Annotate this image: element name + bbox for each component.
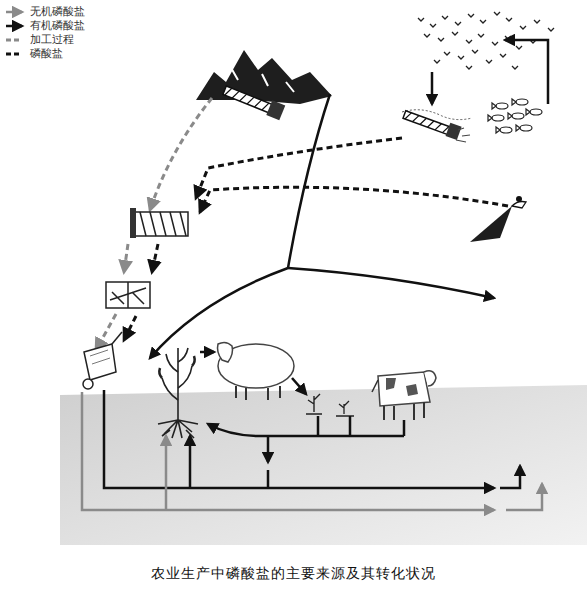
soil — [60, 385, 587, 545]
factory — [130, 208, 188, 238]
guano-digging-part — [402, 107, 461, 140]
fish-part — [516, 125, 520, 131]
mine-part-part — [266, 100, 285, 120]
soil-cycle-part — [82, 392, 494, 510]
soil-cycle — [82, 390, 542, 510]
fishing-boat-part — [470, 206, 512, 242]
wheelbarrow — [83, 332, 122, 389]
dung-plants-part — [336, 401, 354, 416]
organic-flow — [288, 94, 330, 268]
wheelbarrow-part — [90, 350, 110, 364]
fishing-boat-part — [512, 202, 526, 209]
fish-part — [488, 115, 492, 121]
small-plant — [306, 394, 322, 414]
wheelbarrow-part — [84, 344, 116, 380]
fish-part — [508, 113, 512, 119]
small-plant-part — [306, 394, 322, 414]
soil-cycle-part — [267, 470, 270, 488]
fertilizer-bags-part — [127, 282, 129, 308]
arrow-plant-to-sheep — [200, 351, 214, 354]
phosphate-to-barrow — [124, 316, 136, 340]
processing-from-mine — [150, 98, 212, 210]
fish-part — [500, 127, 512, 133]
mine-part — [230, 66, 294, 92]
fish-part — [520, 125, 532, 131]
legend-sample — [6, 53, 22, 56]
fish-part — [516, 99, 528, 105]
legend-sample — [6, 39, 22, 42]
soil-cycle-part — [267, 436, 270, 462]
guano-digging — [402, 107, 472, 142]
guano-digging-part-part — [405, 111, 449, 134]
sheep — [218, 342, 295, 400]
processing-to-barrow — [96, 314, 116, 350]
arrow-fish-to-birds — [505, 40, 548, 104]
soil-cycle-part — [165, 436, 168, 510]
crop-plant-part — [177, 348, 179, 420]
legend-text: 有机磷酸盐 — [30, 19, 85, 32]
dung-plants — [336, 401, 354, 416]
fish-part — [492, 103, 496, 109]
fish — [488, 99, 542, 133]
sheep-part — [218, 342, 233, 362]
fish-part — [512, 113, 524, 119]
mine — [196, 50, 332, 120]
fertilizer-bags-part — [106, 282, 150, 308]
arrow-birds-to-guano — [431, 72, 434, 104]
crop-plant — [158, 348, 198, 438]
fertilizer-bags — [106, 282, 150, 308]
legend-text: 磷酸盐 — [30, 47, 63, 60]
soil-cycle-part — [104, 390, 494, 488]
soil-cycle-part — [506, 484, 542, 510]
cow-part — [424, 371, 436, 386]
legend-text: 无机磷酸盐 — [30, 5, 85, 18]
factory-part — [140, 212, 186, 236]
arrow-sheep-to-plant — [292, 378, 306, 394]
organic-flow-export — [288, 268, 494, 298]
cow-part — [372, 380, 378, 392]
phosphate-from-fishery — [200, 187, 508, 212]
factory-part — [130, 208, 136, 238]
caption: 农业生产中磷酸盐的主要来源及其转化状况 — [0, 565, 587, 583]
fishing-boat-part — [516, 196, 522, 202]
fish-part — [496, 103, 508, 109]
guano-digging-part-part — [403, 111, 455, 136]
legend-sample — [6, 11, 22, 14]
legend-sample — [6, 25, 22, 28]
crop-plant-part — [162, 348, 192, 400]
guano-digging-part — [456, 128, 470, 142]
cow-part — [384, 402, 424, 420]
crop-plant-part — [159, 356, 194, 378]
cow-part — [378, 372, 430, 406]
wheelbarrow-part — [83, 379, 93, 389]
phosphate-to-bag — [152, 244, 158, 272]
fish-part — [530, 109, 542, 115]
legend-text: 加工过程 — [30, 33, 74, 46]
legend-samples — [6, 12, 22, 54]
crop-plant-part — [158, 420, 198, 438]
fish-part — [492, 115, 504, 121]
factory-part — [132, 212, 188, 236]
cow-part — [386, 378, 418, 396]
cow — [372, 371, 436, 420]
mine-part — [222, 82, 285, 120]
soil-cycle-part — [500, 466, 520, 488]
soil-cycle-part — [208, 424, 404, 436]
soil-cycle-part — [318, 416, 404, 436]
processing-to-bag — [124, 244, 128, 272]
fish-part — [512, 99, 516, 105]
fish-part — [496, 127, 500, 133]
guano-digging-part-part — [446, 123, 462, 140]
sheep-part — [236, 386, 280, 400]
soil-cycle-part — [189, 436, 192, 488]
wheelbarrow-part — [112, 332, 122, 344]
fish-part — [526, 109, 530, 115]
mine-part — [196, 50, 332, 104]
